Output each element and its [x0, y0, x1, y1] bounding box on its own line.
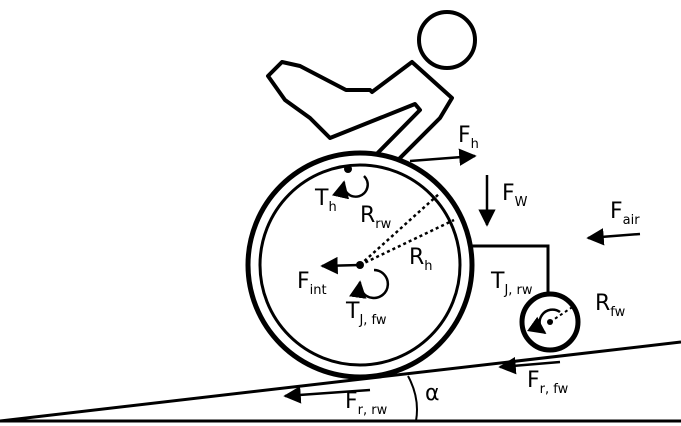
label-t-j-fw: TJ, fw	[345, 299, 387, 328]
label-t-j-rw: TJ, rw	[490, 269, 533, 298]
alpha-angle-arc	[407, 375, 418, 422]
rear-wheel-handrim	[258, 163, 462, 367]
label-r-fw: Rfw	[595, 291, 626, 320]
wheelchair-frame	[470, 244, 550, 300]
label-r-h: Rh	[409, 245, 433, 274]
label-f-air: Fair	[610, 199, 640, 228]
label-f-r-fw: Fr, fw	[527, 368, 569, 397]
handrim-contact-point	[344, 165, 352, 173]
torque-h-arrow	[331, 175, 369, 200]
torque-j-rw-arrow	[527, 308, 561, 335]
athlete-head	[417, 10, 477, 70]
label-f-w: FW	[502, 181, 528, 210]
force-r-fw-arrow	[498, 356, 561, 375]
radius-fw-line	[549, 305, 575, 323]
label-r-rw: Rrw	[360, 203, 392, 232]
force-int-arrow	[320, 256, 361, 275]
incline-line	[0, 340, 681, 423]
label-alpha: α	[425, 381, 440, 406]
radius-h-line	[359, 218, 455, 267]
label-f-r-rw: Fr, rw	[345, 389, 388, 418]
force-r-rw-arrow	[283, 386, 371, 404]
label-f-int: Fint	[297, 269, 327, 298]
force-h-arrow	[409, 148, 477, 166]
force-air-arrow	[586, 228, 641, 246]
label-t-h: Th	[314, 186, 337, 215]
label-f-h: Fh	[458, 123, 479, 152]
torque-j-fw-arrow	[349, 268, 390, 300]
